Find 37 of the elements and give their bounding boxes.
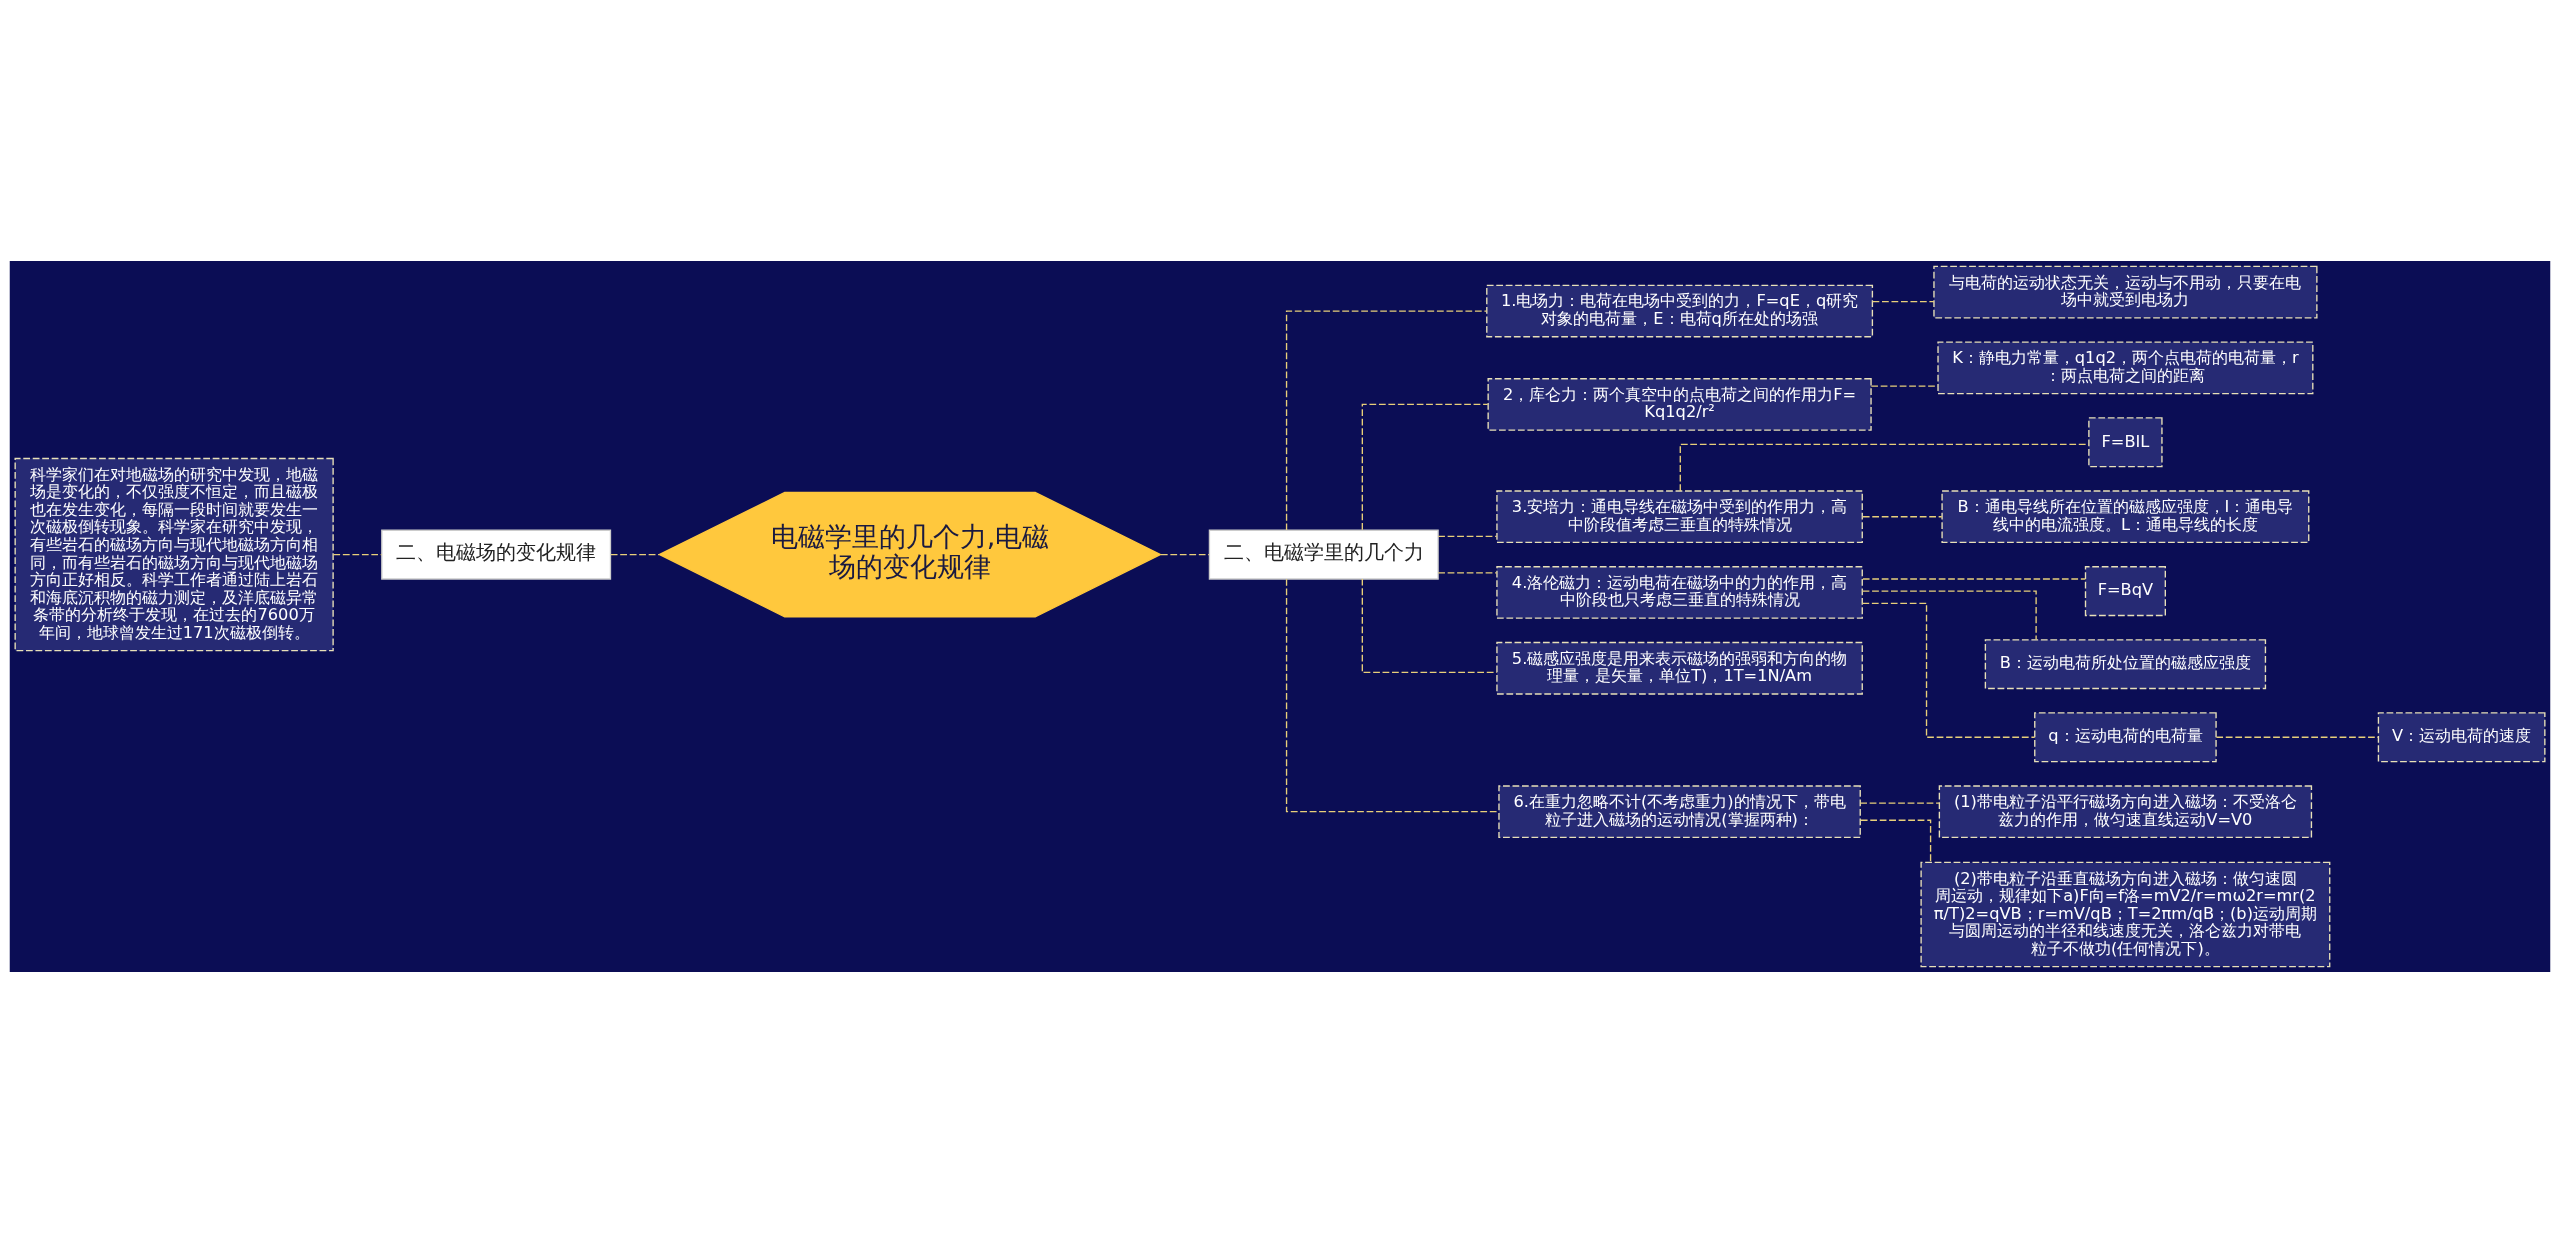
- connector: [1160, 553, 1210, 556]
- node-box: q：运动电荷的电荷量: [2034, 712, 2217, 763]
- node-box: 与电荷的运动状态无关，运动与不用动，只要在电场中就受到电场力: [1933, 265, 2318, 319]
- connector: [1361, 403, 1489, 531]
- node-box: 3.安培力：通电导线在磁场中受到的作用力，高中阶段值考虑三垂直的特殊情况: [1496, 490, 1863, 544]
- connector: [1862, 516, 1943, 518]
- node-box: 4.洛伦磁力：运动电荷在磁场中的力的作用，高中阶段也只考虑三垂直的特殊情况: [1496, 566, 1863, 619]
- node-box: 2，库仑力：两个真空中的点电荷之间的作用力F=Kq1q2/r²: [1487, 378, 1872, 431]
- node-box: 科学家们在对地磁场的研究中发现，地磁场是变化的，不仅强度不恒定，而且磁极也在发生变化，每隔一段时间就要发生一次磁极倒转现象。科学家在研究中发现，有些岩石的磁场方向与现代地磁场方向相同，而有些岩石的磁场方向与现代地磁场方向正好相反。科学工作者通过陆上岩石和海底沉积物的磁力测定，及洋底磁异常条带的分析终于发现，在过去的7600万年间，地球曾发生过171次磁极倒转。: [14, 457, 334, 652]
- node-box: 二、电磁场的变化规律: [381, 529, 612, 580]
- connector: [1285, 310, 1488, 531]
- connector: [2215, 736, 2379, 738]
- connector: [1861, 602, 2036, 738]
- node-box: 1.电场力：电荷在电场中受到的力，F=qE，q研究对象的电荷量，E：电荷q所在处的场强: [1486, 284, 1874, 338]
- node-box: B：运动电荷所处位置的磁感应强度: [1984, 639, 2267, 690]
- connector: [1437, 572, 1498, 574]
- connector: [610, 553, 660, 556]
- connector: [1679, 443, 2090, 492]
- node-box: (2)带电粒子沿垂直磁场方向进入磁场：做匀速圆周运动，规律如下a)F向=f洛=mV2/r=mω2r=mr(2π/T)2=qVB；r=mV/qB；T=2πm/qB；(b)运动周期与圆周运动的半径和线速度无关，洛仑兹力对带电粒子不做功(任何情况下)。: [1920, 861, 2331, 968]
- connector: [1861, 590, 2037, 641]
- connector: [1285, 578, 1500, 813]
- node-box: K：静电力常量，q1q2，两个点电荷的电荷量，r：两点电荷之间的距离: [1937, 341, 2314, 395]
- connector: [1862, 578, 2087, 580]
- node-box: 5.磁感应强度是用来表示磁场的强弱和方向的物理量，是矢量，单位T)，1T=1N/Am: [1496, 641, 1863, 695]
- node-box: F=BqV: [2084, 566, 2166, 617]
- connector: [1361, 578, 1498, 673]
- node-box: V：运动电荷的速度: [2377, 712, 2546, 763]
- connector: [1859, 802, 1940, 804]
- node-box: 二、电磁学里的几个力: [1208, 529, 1439, 580]
- node-box: B：通电导线所在位置的磁感应强度，I：通电导线中的电流强度。L：通电导线的长度: [1941, 490, 2310, 544]
- connector: [1860, 819, 1932, 864]
- node-box: F=BIL: [2088, 417, 2163, 468]
- connector: [332, 553, 383, 556]
- connector: [1437, 535, 1498, 537]
- node-box: 6.在重力忽略不计(不考虑重力)的情况下，带电粒子进入磁场的运动情况(掌握两种)：: [1498, 785, 1861, 839]
- connector: [1871, 300, 1935, 303]
- node-box: (1)带电粒子沿平行磁场方向进入磁场：不受洛仑兹力的作用，做匀速直线运动V=V0: [1938, 785, 2313, 839]
